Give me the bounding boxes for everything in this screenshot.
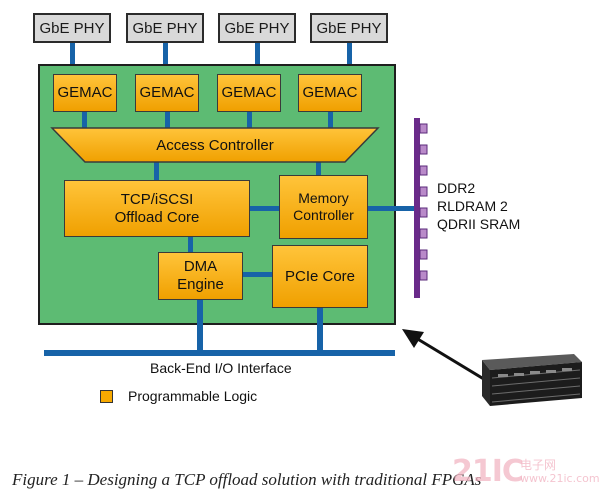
phy-label: GbE PHY	[316, 19, 382, 37]
gemac-link-4	[328, 112, 333, 128]
dma-pcie-link	[243, 272, 273, 277]
gemac-label: GEMAC	[139, 84, 195, 101]
phy-link-4	[347, 43, 352, 75]
dma-line-2: Engine	[177, 276, 224, 293]
memory-bus-bar	[414, 118, 428, 298]
gbe-phy-2: GbE PHY	[126, 13, 204, 43]
mem-bus-link	[368, 206, 418, 211]
phy-link-3	[255, 43, 260, 75]
gemac-2: GEMAC	[135, 74, 199, 112]
pcie-label: PCIe Core	[284, 267, 356, 285]
dma-engine: DMA Engine	[158, 252, 243, 300]
gemac-link-2	[165, 112, 170, 128]
dma-backend-link	[197, 300, 203, 352]
arrow-icon	[402, 329, 493, 386]
gemac-link-1	[82, 112, 87, 128]
gbe-phy-3: GbE PHY	[218, 13, 296, 43]
figure-caption: Figure 1 – Designing a TCP offload solut…	[12, 470, 482, 489]
gemac-label: GEMAC	[221, 84, 277, 101]
phy-label: GbE PHY	[224, 19, 290, 37]
mem-line-1: Memory	[298, 190, 349, 207]
legend-label: Programmable Logic	[128, 388, 258, 404]
gemac-1: GEMAC	[53, 74, 117, 112]
backend-io-bus	[44, 350, 395, 356]
mem-type-ddr2: DDR2	[437, 180, 476, 196]
gemac-3: GEMAC	[217, 74, 281, 112]
tcp-mem-link	[249, 206, 279, 211]
gemac-link-3	[247, 112, 252, 128]
mem-type-rldram: RLDRAM 2	[437, 198, 508, 214]
gemac-4: GEMAC	[298, 74, 362, 112]
tcp-offload-core: TCP/iSCSI Offload Core	[64, 180, 250, 237]
gbe-phy-4: GbE PHY	[310, 13, 388, 43]
gemac-label: GEMAC	[57, 84, 113, 101]
access-controller-shape	[50, 127, 380, 163]
watermark-logo: 21IC	[452, 454, 524, 489]
gbe-phy-1: GbE PHY	[33, 13, 111, 43]
tcp-line-2: Offload Core	[114, 208, 200, 226]
tcp-dma-link	[188, 237, 193, 253]
backend-io-label: Back-End I/O Interface	[150, 360, 292, 376]
watermark-url: www.21ic.com	[520, 472, 600, 485]
legend-swatch	[100, 390, 113, 403]
ac-mem-link	[316, 162, 321, 176]
pcie-backend-link	[317, 308, 323, 352]
mem-type-qdrii: QDRII SRAM	[437, 216, 521, 232]
gemac-label: GEMAC	[302, 84, 358, 101]
phy-label: GbE PHY	[132, 19, 198, 37]
phy-label: GbE PHY	[39, 19, 105, 37]
tcp-line-1: TCP/iSCSI	[120, 190, 194, 208]
watermark-cn: 电子网	[520, 458, 557, 472]
server-rack-icon	[482, 354, 582, 406]
pcie-core: PCIe Core	[272, 245, 368, 308]
memory-controller: Memory Controller	[279, 175, 368, 239]
phy-link-2	[163, 43, 168, 75]
phy-link-1	[70, 43, 75, 75]
dma-line-1: DMA	[183, 258, 218, 275]
mem-line-2: Controller	[293, 207, 354, 223]
access-controller-label: Access Controller	[156, 137, 274, 154]
ac-tcp-link	[154, 162, 159, 180]
